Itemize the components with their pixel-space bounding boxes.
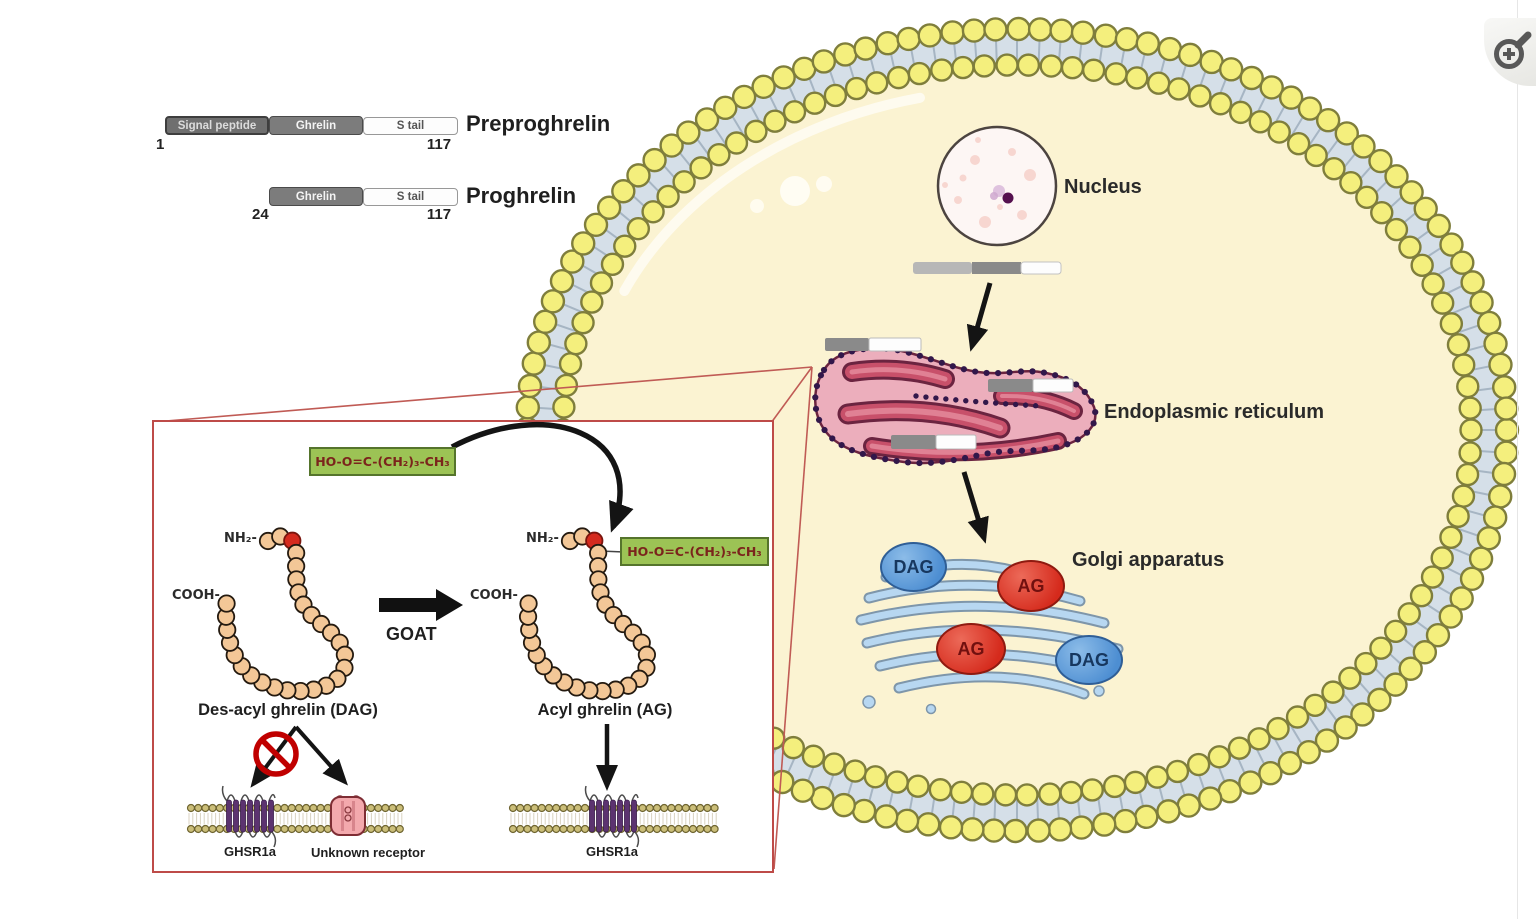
ghsr1a-label: GHSR1a xyxy=(223,844,277,859)
preproghrelin-protein-bar xyxy=(913,261,1062,275)
er-ribosomes xyxy=(812,345,1099,467)
amino-terminus-label: NH₂- xyxy=(526,531,559,546)
zoom-in-icon xyxy=(1494,31,1532,69)
nucleolus xyxy=(1002,192,1014,204)
desacyl-ghrelin-label: Des-acyl ghrelin (DAG) xyxy=(198,701,378,719)
er-protein-bars xyxy=(825,337,1074,450)
ag-vesicle: AG xyxy=(936,623,1006,675)
inset-callout xyxy=(152,366,813,873)
segment-signal-peptide: Signal peptide xyxy=(165,116,269,135)
arrow-dag-to-unknown-receptor xyxy=(294,725,348,786)
arrow-octanoate-to-serine xyxy=(450,422,634,533)
segment-ghrelin: Ghrelin xyxy=(269,187,363,206)
desacyl-ghrelin-peptide xyxy=(216,527,354,701)
ghsr1a-label: GHSR1a xyxy=(585,844,639,859)
ghsr1a-receptor xyxy=(221,785,277,848)
dag-vesicle: DAG xyxy=(880,542,947,592)
amino-terminus-label: NH₂- xyxy=(224,531,257,546)
er-cisternae xyxy=(837,359,1083,462)
octanoate-formula-box: HO-O=C-(CH₂)₃-CH₃ xyxy=(309,447,456,476)
ag-vesicle: AG xyxy=(997,560,1065,612)
scrollbar-track[interactable] xyxy=(1517,0,1518,919)
unknown-receptor-label: Unknown receptor xyxy=(310,845,426,860)
zoom-callout-lines xyxy=(153,366,813,870)
ghsr1a-receptor xyxy=(584,785,640,848)
acyl-ghrelin-label: Acyl ghrelin (AG) xyxy=(537,701,673,719)
arrow-er-to-golgi xyxy=(961,471,989,544)
goat-reaction-arrow xyxy=(379,589,463,621)
residue-number-start: 24 xyxy=(252,206,269,223)
octanoate-formula-box: HO-O=C-(CH₂)₃-CH₃ xyxy=(620,537,769,566)
zoom-button[interactable] xyxy=(1484,18,1536,86)
nucleus-label: Nucleus xyxy=(1064,176,1142,198)
goat-enzyme-label: GOAT xyxy=(386,624,437,644)
segment-ghrelin: Ghrelin xyxy=(269,116,363,135)
dag-vesicle: DAG xyxy=(1055,635,1123,685)
proghrelin-label: Proghrelin xyxy=(466,183,577,208)
endoplasmic-reticulum xyxy=(812,337,1099,467)
segment-s-tail: S tail xyxy=(363,187,458,206)
preproghrelin-label: Preproghrelin xyxy=(466,111,611,136)
carboxy-terminus-label: COOH- xyxy=(172,588,220,603)
golgi-label: Golgi apparatus xyxy=(1072,549,1225,571)
prohibition-icon xyxy=(253,731,299,777)
residue-number-end: 117 xyxy=(426,206,452,223)
acyl-ghrelin-peptide xyxy=(518,527,656,701)
highlight-bubbles xyxy=(750,176,832,213)
residue-number-start: 1 xyxy=(156,136,165,153)
unknown-receptor xyxy=(330,795,366,836)
nucleus xyxy=(936,125,1058,247)
carboxy-terminus-label: COOH- xyxy=(470,588,518,603)
er-label: Endoplasmic reticulum xyxy=(1104,401,1325,423)
arrow-nucleus-to-er xyxy=(966,282,993,352)
nucleus-speckles xyxy=(942,137,1036,228)
segment-s-tail: S tail xyxy=(363,116,458,135)
residue-number-end: 117 xyxy=(426,136,452,153)
